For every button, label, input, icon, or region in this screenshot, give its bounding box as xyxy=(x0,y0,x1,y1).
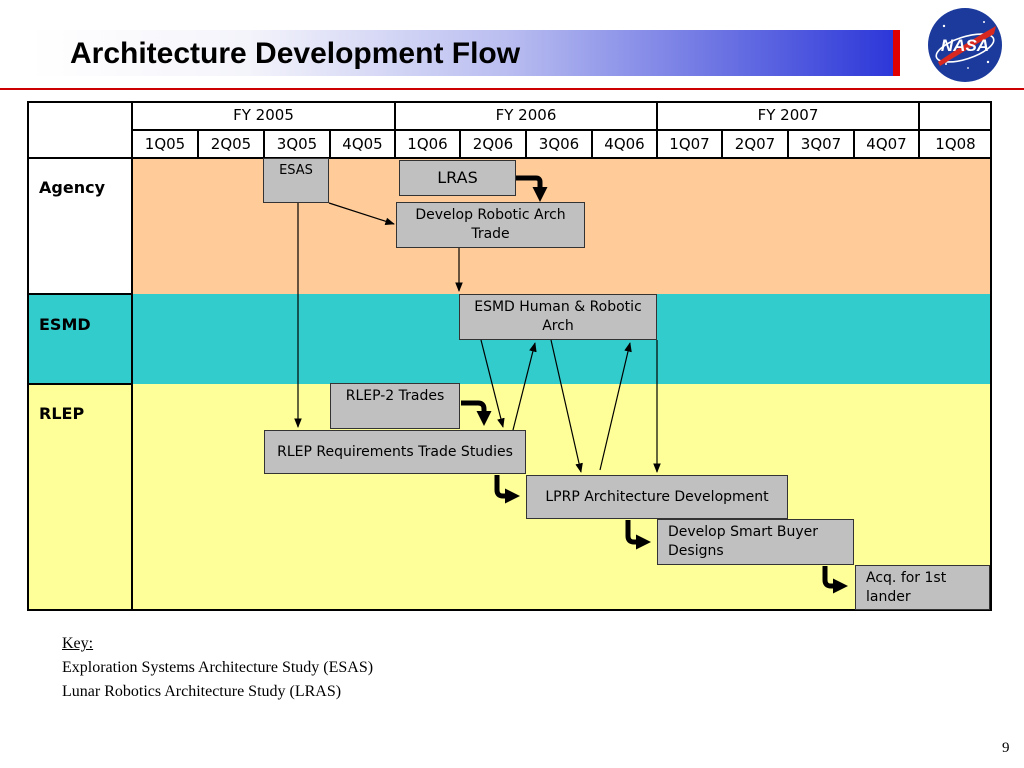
quarter-label: 4Q06 xyxy=(604,135,645,153)
quarter-label: 2Q07 xyxy=(734,135,776,153)
row-label-agency: Agency xyxy=(39,178,105,197)
grid-line xyxy=(329,130,331,158)
fy-2005-header: FY 2005 xyxy=(233,106,294,124)
activity-acquisition-lander: Acq. for 1st lander xyxy=(855,565,990,610)
activity-rlep2-trades: RLEP-2 Trades xyxy=(330,383,460,429)
grid-line xyxy=(27,293,132,295)
quarter-label: 1Q05 xyxy=(144,135,186,153)
grid-line xyxy=(918,101,920,158)
grid-line xyxy=(459,130,461,158)
grid-line xyxy=(197,130,199,158)
grid-line xyxy=(27,383,132,385)
quarter-label: 1Q06 xyxy=(407,135,448,153)
arrow-esmd-to-rlep-req xyxy=(480,339,505,428)
grid-line xyxy=(787,130,789,158)
grid-line xyxy=(132,129,992,131)
arrow-esas-to-arch-trade xyxy=(328,202,395,225)
grid-line xyxy=(27,101,29,611)
arrow-lras-to-arch-trade xyxy=(516,175,548,202)
quarter-label: 3Q05 xyxy=(276,135,318,153)
key-entry: Lunar Robotics Architecture Study (LRAS) xyxy=(62,683,342,700)
grid-line xyxy=(263,130,265,158)
arrow-rlep-req-to-esmd xyxy=(512,342,537,431)
logo-text: NASA xyxy=(941,36,989,55)
grid-line xyxy=(27,157,992,159)
quarter-label: 3Q07 xyxy=(800,135,842,153)
page-title: Architecture Development Flow xyxy=(70,37,521,70)
activity-esmd-human-robotic-arch: ESMD Human & Robotic Arch xyxy=(459,294,657,340)
grid-line xyxy=(131,101,133,611)
grid-line xyxy=(853,130,855,158)
grid-line xyxy=(394,101,396,158)
fy-2006-header: FY 2006 xyxy=(495,106,557,124)
fy-2007-header: FY 2007 xyxy=(757,106,819,124)
title-bar-accent xyxy=(893,30,900,76)
arrow-rlep2-to-rlep-req xyxy=(461,400,492,426)
key-heading: Key: xyxy=(62,635,94,652)
activity-robotic-arch-trade: Develop Robotic Arch Trade xyxy=(396,202,585,248)
activity-rlep-requirements-studies: RLEP Requirements Trade Studies xyxy=(264,430,526,474)
quarter-label: 1Q07 xyxy=(669,135,710,153)
quarter-label: 4Q07 xyxy=(866,135,907,153)
key-entry: Exploration Systems Architecture Study (… xyxy=(62,659,374,676)
activity-smart-buyer-designs: Develop Smart Buyer Designs xyxy=(657,519,854,565)
activity-esas: ESAS xyxy=(263,158,329,203)
grid-line xyxy=(591,130,593,158)
title-rule xyxy=(0,88,1024,90)
title-bar xyxy=(30,30,900,76)
arrow-lprp-to-smart-buyer xyxy=(625,520,651,550)
quarter-label: 4Q05 xyxy=(342,135,383,153)
quarter-label: 2Q06 xyxy=(472,135,514,153)
legend-key: Key: Exploration Systems Architecture St… xyxy=(62,632,373,704)
quarter-label: 2Q05 xyxy=(210,135,252,153)
row-label-rlep: RLEP xyxy=(39,404,85,423)
grid-line xyxy=(27,101,992,103)
nasa-logo: NASA xyxy=(928,8,1002,82)
grid-line xyxy=(525,130,527,158)
arrow-lprp-to-esmd xyxy=(599,342,632,471)
activity-lprp-architecture: LPRP Architecture Development xyxy=(526,475,788,519)
row-label-esmd: ESMD xyxy=(39,315,91,334)
grid-line xyxy=(656,101,658,158)
quarter-label: 1Q08 xyxy=(935,135,976,153)
grid-line xyxy=(27,609,992,611)
activity-lras: LRAS xyxy=(399,160,516,196)
grid-line xyxy=(990,101,992,611)
arrow-rlep-req-to-lprp xyxy=(494,475,520,504)
page-number: 9 xyxy=(1002,740,1010,756)
arrow-esmd-to-lprp xyxy=(550,339,583,473)
grid-line xyxy=(721,130,723,158)
arrow-smart-buyer-to-acq xyxy=(822,566,848,594)
quarter-label: 3Q06 xyxy=(538,135,580,153)
